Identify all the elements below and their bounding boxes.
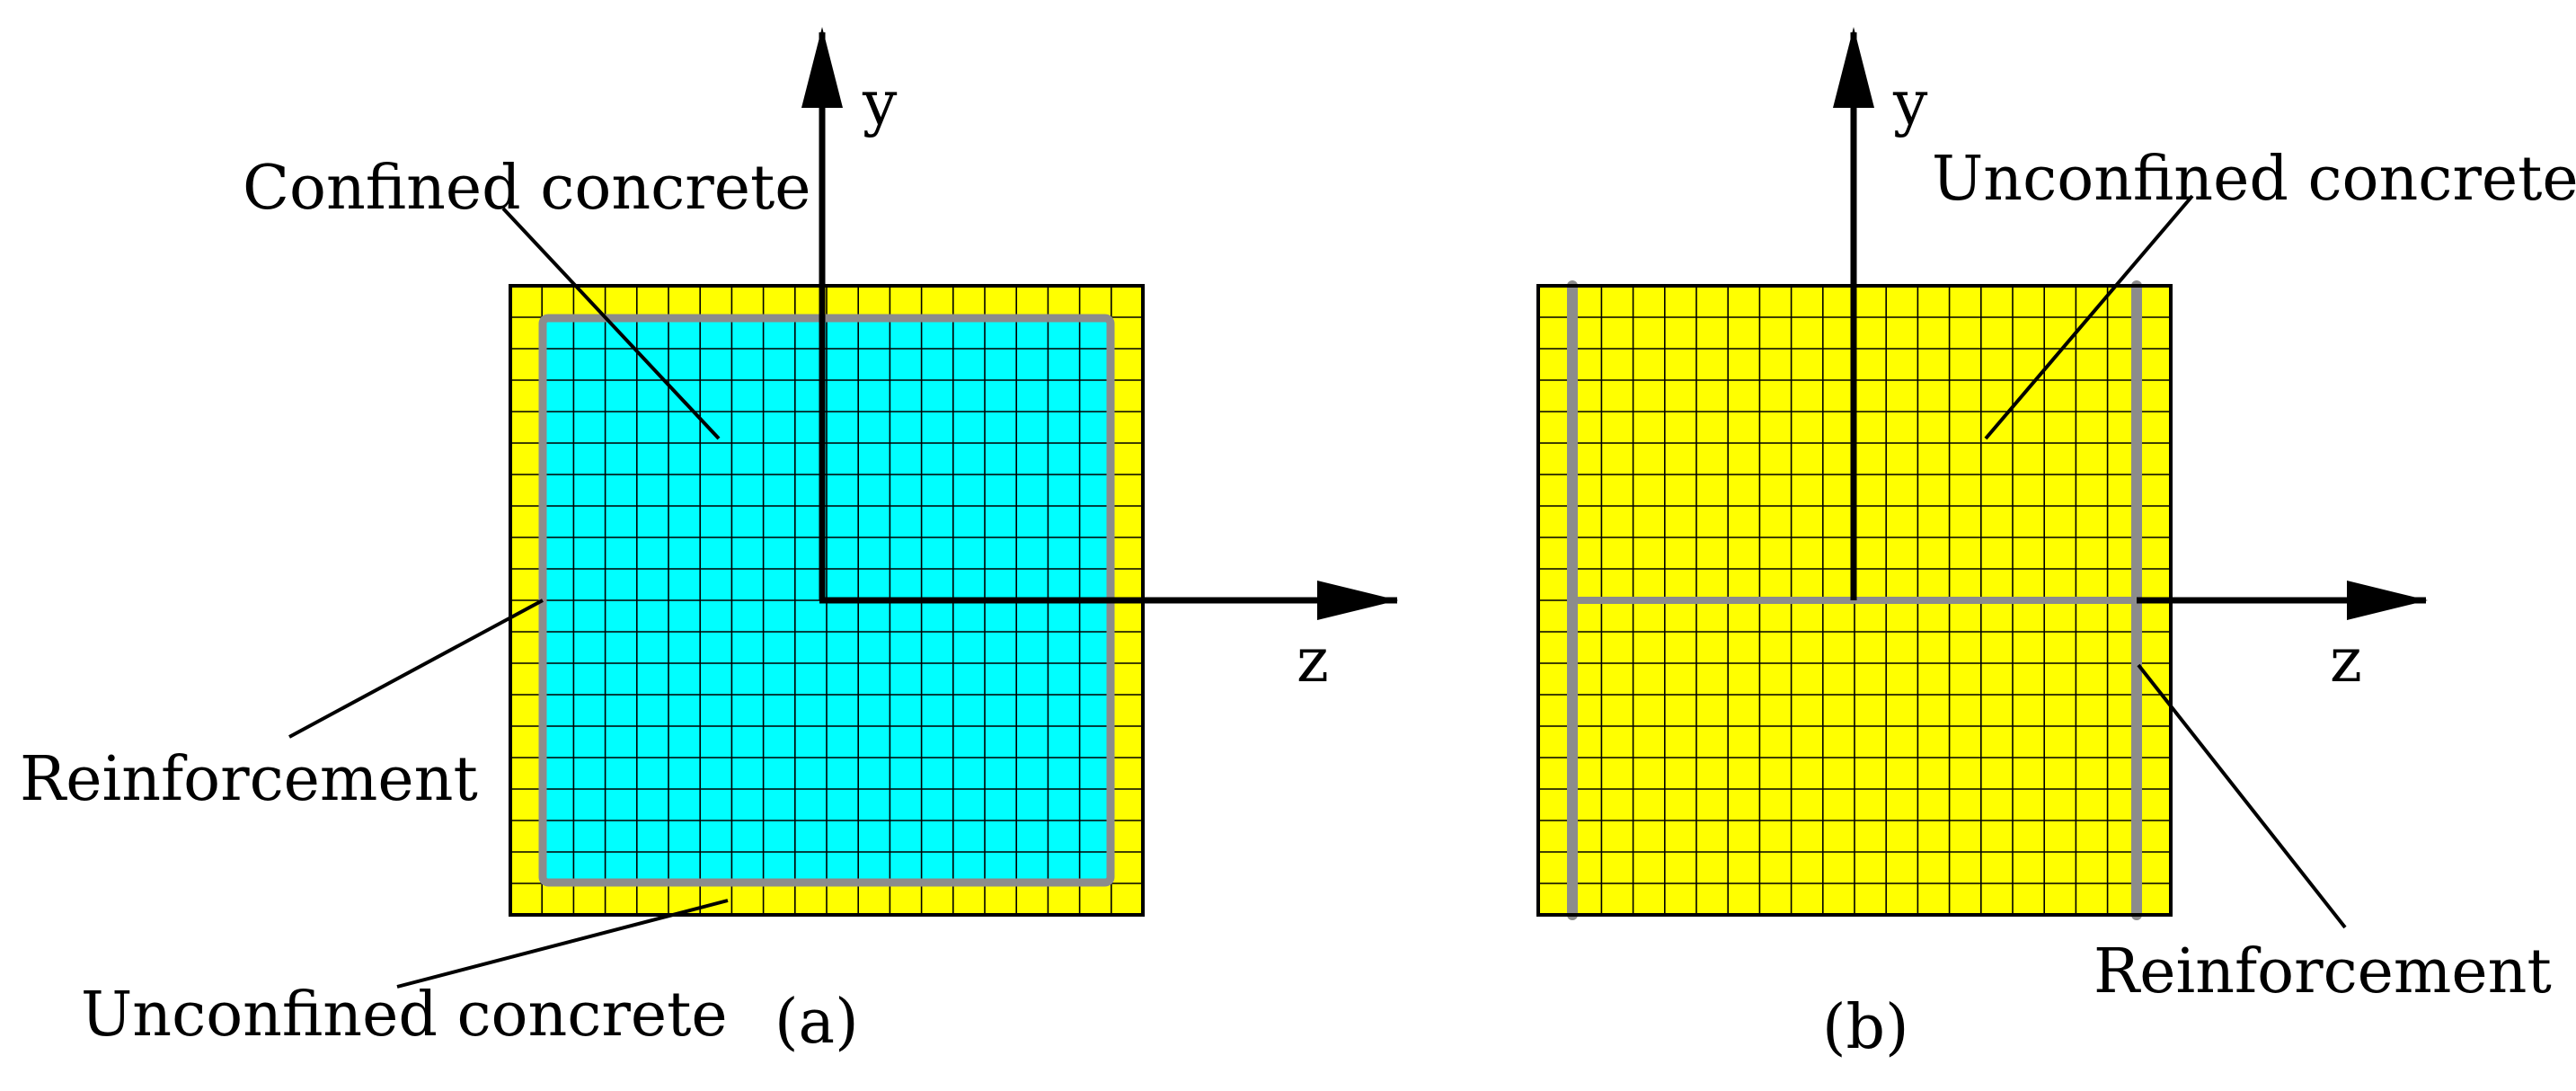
panel-a-z-arrowhead <box>1317 581 1398 620</box>
panel-a-unconfined-label: Unconfined concrete <box>81 980 728 1051</box>
panel-b-y-arrowhead <box>1833 27 1874 108</box>
panel-a-confined-leader <box>501 207 721 440</box>
panel-b-reinforcement-label: Reinforcement <box>2094 936 2552 1007</box>
panel-b-reinforcement-leader <box>2137 663 2347 929</box>
panel-a-y-arrowhead <box>801 27 843 108</box>
panel-a-z-axis-label: z <box>1297 625 1329 696</box>
panel-b-unconfined-leader <box>1984 194 2194 440</box>
panel-a-reinforcement-leader <box>288 599 544 739</box>
panel-b-z-arrowhead <box>2347 581 2428 620</box>
panel-b: y z Unconfined concrete Reinforcement (b… <box>1536 27 2576 1063</box>
panel-a: y z Confined concrete Reinforcement Unco… <box>20 27 1398 1058</box>
panel-b-caption: (b) <box>1822 992 1909 1063</box>
panel-b-unconfined-label: Unconfined concrete <box>1932 144 2576 215</box>
panel-a-reinforcement-label: Reinforcement <box>20 744 478 815</box>
panel-b-y-axis-label: y <box>1892 68 1928 139</box>
panel-b-z-axis-label: z <box>2330 625 2362 696</box>
panel-a-y-axis-label: y <box>862 68 898 139</box>
panel-a-unconfined-leader <box>396 899 729 989</box>
panel-a-caption: (a) <box>775 987 859 1058</box>
panel-a-confined-label: Confined concrete <box>243 153 811 224</box>
